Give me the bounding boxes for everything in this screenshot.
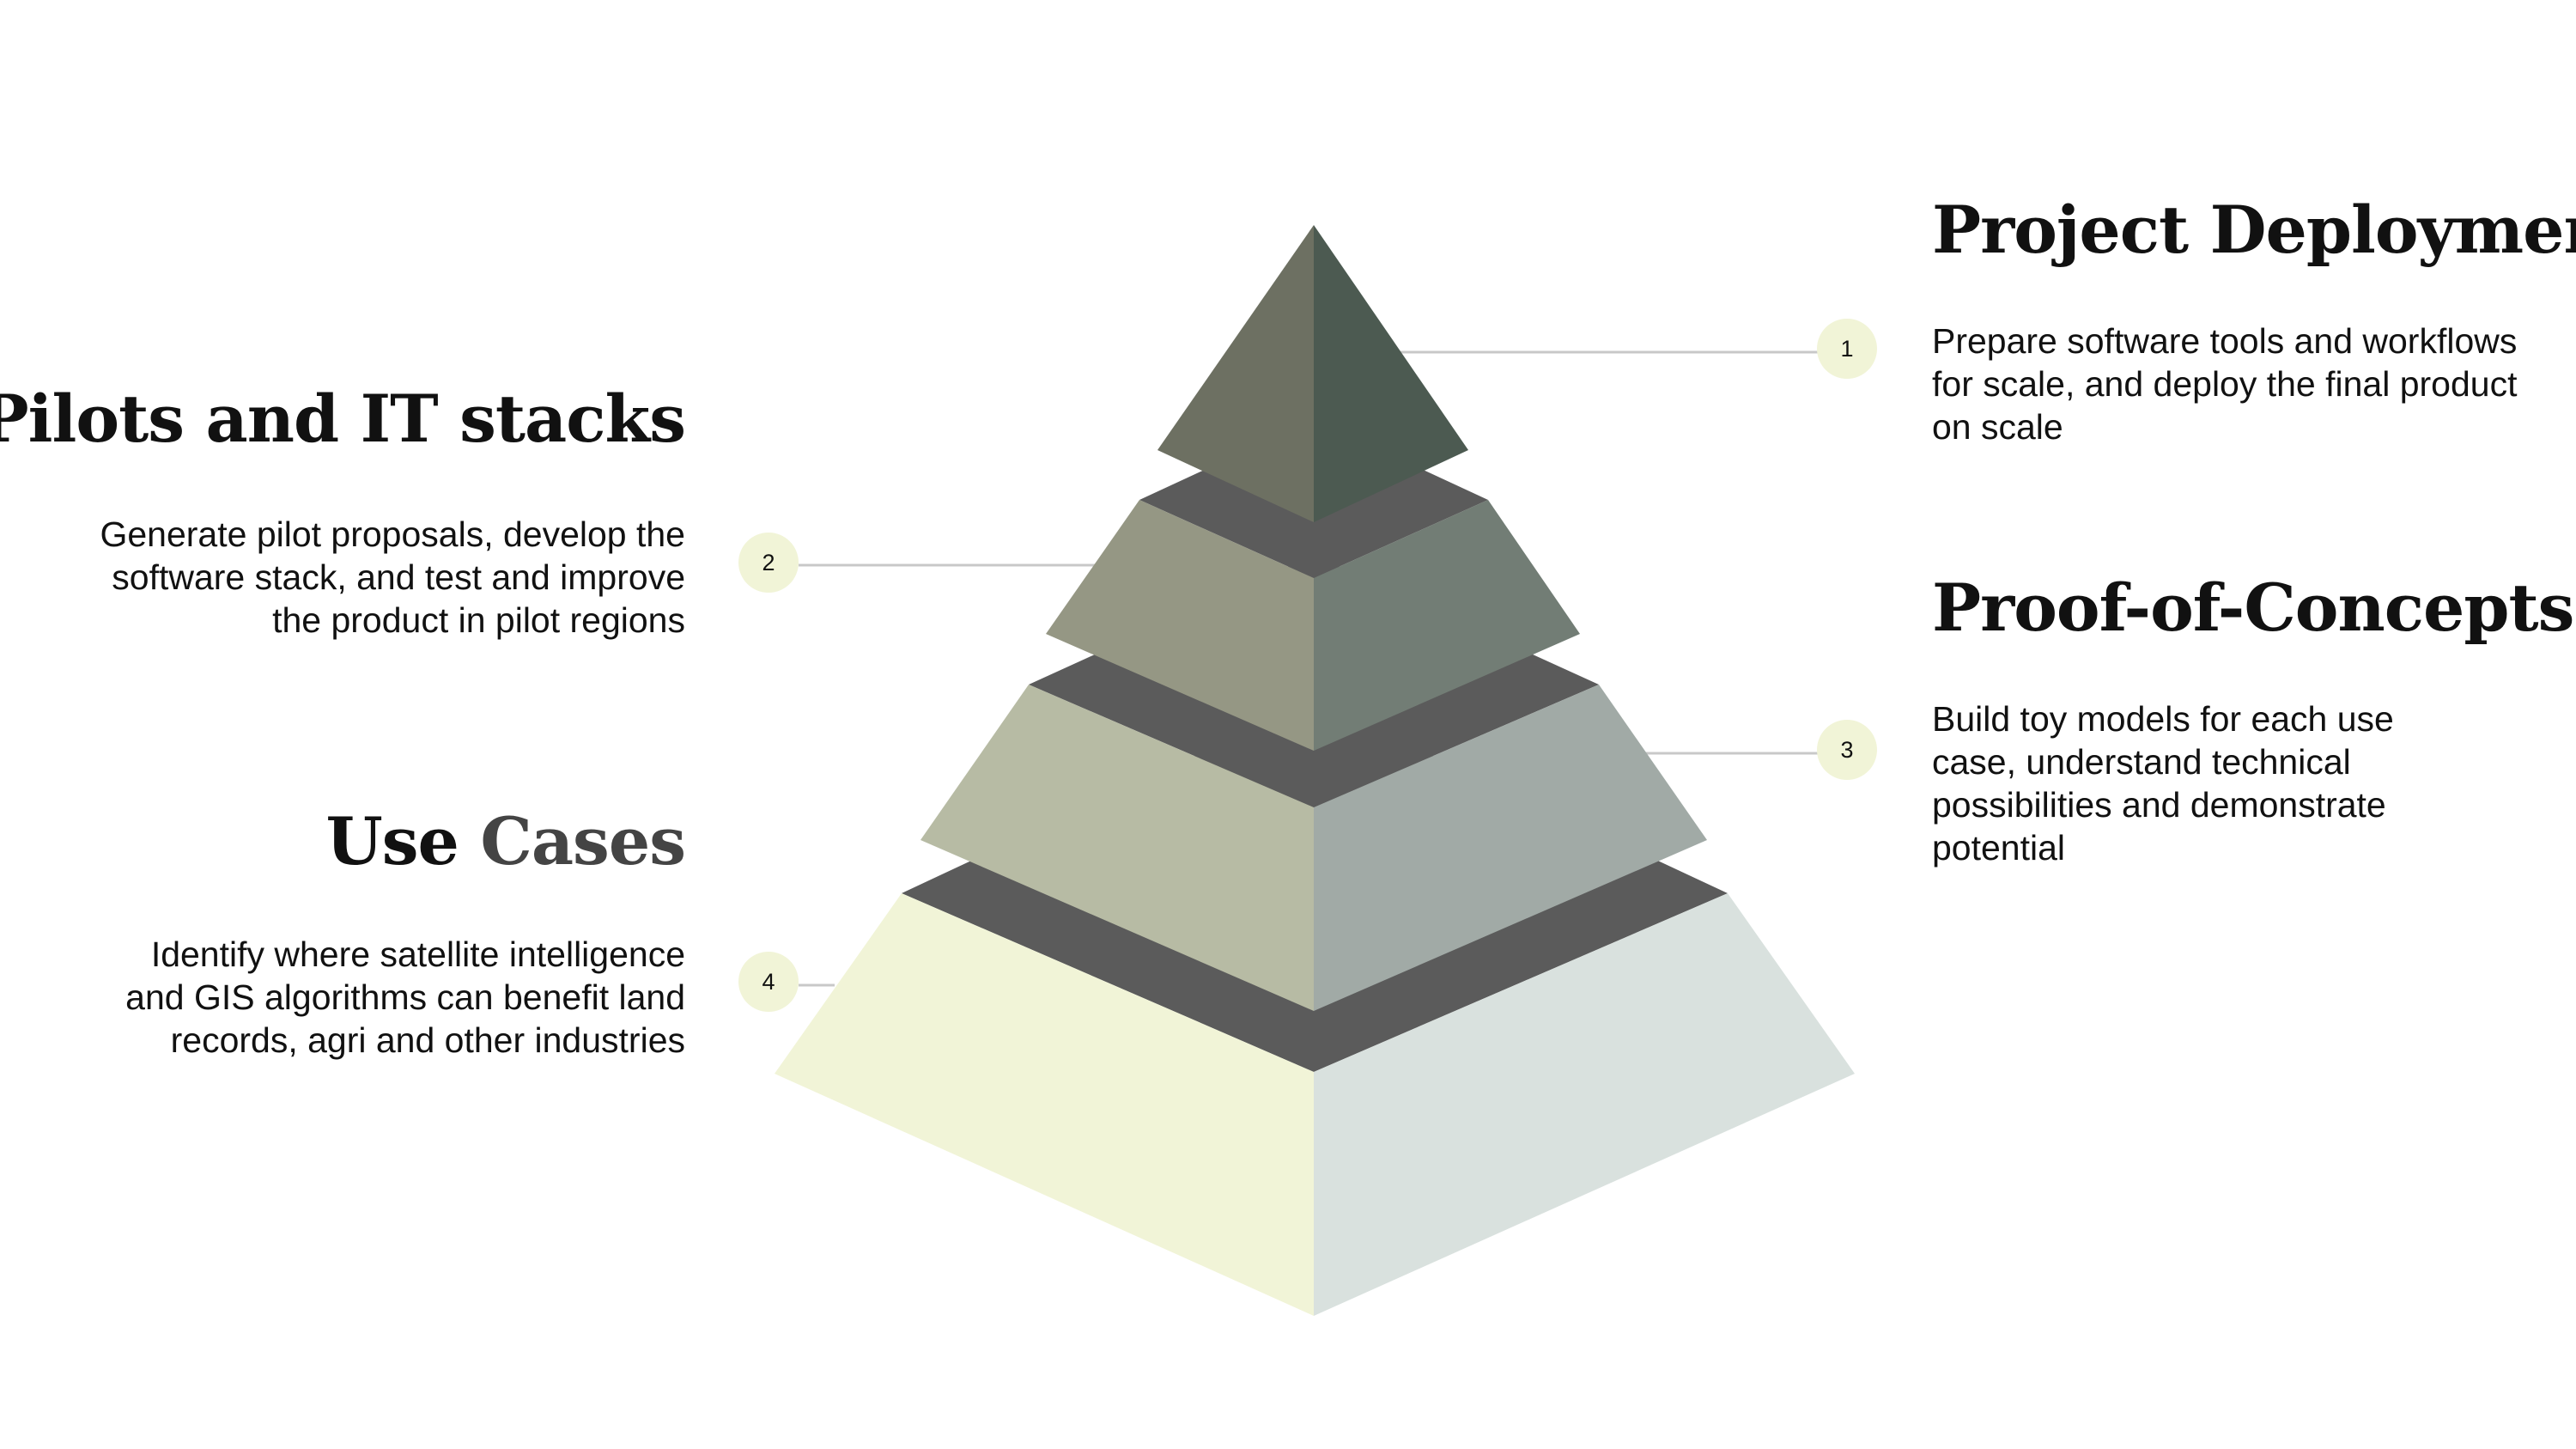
tier-3-right-face — [1314, 685, 1707, 1011]
step-marker-3: 3 — [1817, 720, 1877, 780]
step-marker-1: 1 — [1817, 319, 1877, 379]
pyramid-tier-2 — [1046, 419, 1580, 751]
tier-1-right-face — [1314, 225, 1468, 522]
tier-4-right-face — [1314, 893, 1855, 1316]
tier-4-title: Use Cases — [325, 809, 686, 874]
tier-2-description: Generate pilot proposals, develop the so… — [100, 514, 685, 640]
tier-1-description: Prepare software tools and workflows for… — [1932, 321, 2518, 447]
tier-1-left-face — [1157, 225, 1314, 522]
step-number: 1 — [1840, 335, 1854, 362]
pyramid-tier-1 — [1157, 225, 1468, 522]
step-number: 3 — [1840, 736, 1854, 763]
step-number: 4 — [762, 968, 775, 995]
tier-2-left-face — [1046, 500, 1314, 751]
tier-3-description: Build toy models for each use case, unde… — [1932, 699, 2394, 868]
tier-4-left-face — [775, 893, 1314, 1316]
tier-2-title: Pilots and IT stacks — [0, 381, 686, 457]
tier-4-description: Identify where satellite intelligence an… — [125, 935, 685, 1060]
step-number: 2 — [762, 549, 775, 575]
tier-4-title-word-2: Cases — [480, 803, 686, 880]
tier-3-title: Proof-of-Concepts — [1932, 569, 2574, 646]
step-marker-4: 4 — [738, 952, 799, 1012]
tier-2-right-face — [1314, 500, 1580, 751]
tier-4-title-word-1: Use — [325, 803, 459, 880]
tier-3-left-face — [920, 685, 1314, 1011]
tier-1-title: Project Deployment — [1932, 192, 2576, 268]
step-marker-2: 2 — [738, 533, 799, 593]
